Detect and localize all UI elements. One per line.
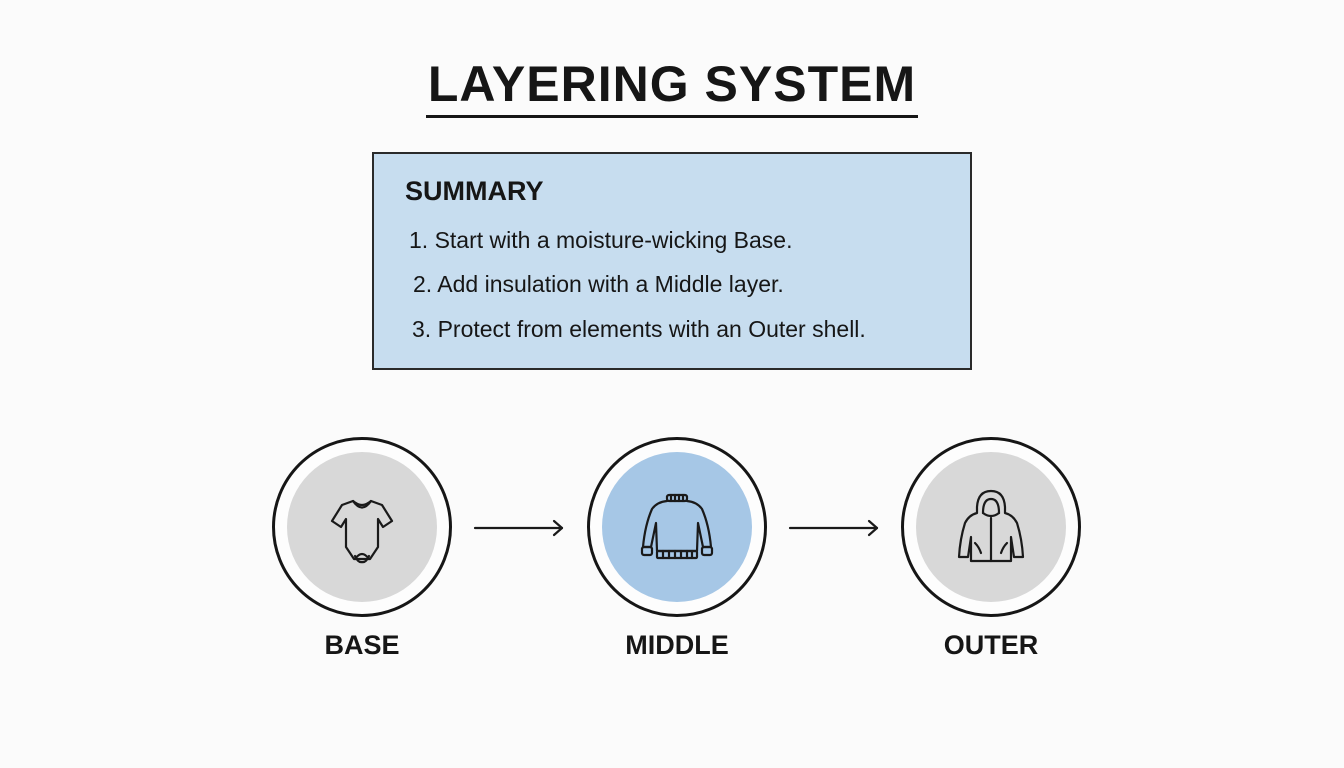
diagram-title-wrapper: LAYERING SYSTEM (0, 56, 1344, 118)
summary-item-3: 3. Protect from elements with an Outer s… (412, 316, 866, 342)
arrow-right-icon (788, 519, 879, 537)
arrow-right-icon (473, 519, 564, 537)
diagram-title: LAYERING SYSTEM (425, 56, 919, 118)
stage-base-disc (287, 452, 437, 602)
stage-label-middle: MIDDLE (625, 630, 729, 660)
stage-outer-disc (916, 452, 1066, 602)
summary-item-1: 1. Start with a moisture-wicking Base. (409, 227, 793, 253)
stage-outer-ring (901, 437, 1081, 617)
summary-box: SUMMARY 1. Start with a moisture-wicking… (372, 152, 972, 370)
stage-label-base: BASE (324, 630, 400, 660)
stage-base-ring (272, 437, 452, 617)
summary-heading: SUMMARY (405, 176, 544, 206)
stage-label-outer: OUTER (943, 630, 1039, 660)
baby-bodysuit-icon (330, 499, 394, 564)
hooded-jacket-icon (957, 489, 1025, 563)
summary-item-2: 2. Add insulation with a Middle layer. (413, 271, 784, 297)
stage-middle-disc (602, 452, 752, 602)
stage-middle-ring (587, 437, 767, 617)
sweater-icon (640, 493, 714, 560)
